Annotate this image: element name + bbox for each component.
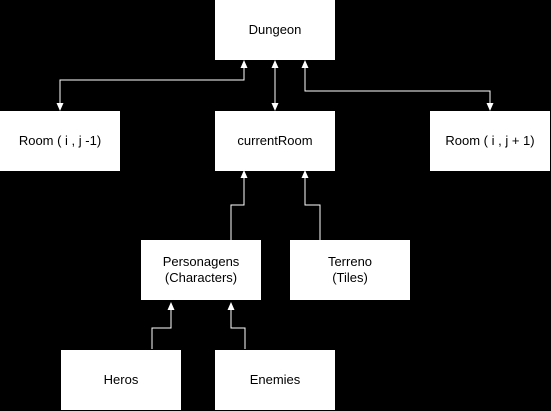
node-terreno-label-line2: (Tiles) (332, 270, 368, 285)
arrowhead-up-icon (227, 302, 235, 310)
arrowhead-up-icon (301, 60, 309, 68)
node-heros-label: Heros (103, 372, 139, 387)
edge-personagens-current-room (230, 178, 245, 240)
arrowhead-up-icon (301, 170, 309, 178)
arrowhead-down-icon (486, 103, 494, 111)
arrowhead-up-icon (240, 60, 248, 68)
arrowhead-down-icon (56, 103, 64, 111)
node-terreno-label-line1: Terreno (327, 254, 373, 269)
node-personagens-label-line2: (Characters) (164, 270, 238, 285)
node-personagens[interactable]: Personagens (Characters) (141, 240, 261, 300)
node-current-room[interactable]: currentRoom (215, 111, 335, 171)
node-dungeon[interactable]: Dungeon (215, 0, 335, 60)
arrowhead-up-icon (240, 170, 248, 178)
node-room-right-label: Room ( i , j + 1) (445, 133, 535, 148)
node-heros[interactable]: Heros (61, 350, 181, 410)
node-terreno[interactable]: Terreno (Tiles) (290, 240, 410, 300)
edge-dungeon-room-right (304, 68, 491, 104)
arrowhead-up-icon (167, 302, 175, 310)
arrowhead-down-icon (271, 103, 279, 111)
node-enemies-label: Enemies (249, 372, 301, 387)
edge-terreno-current-room (304, 178, 321, 240)
node-current-room-label: currentRoom (237, 133, 313, 148)
node-room-left-label: Room ( i , j -1) (18, 133, 102, 148)
edge-heros-personagens (151, 310, 172, 349)
arrowhead-up-icon (271, 60, 279, 68)
node-enemies[interactable]: Enemies (215, 350, 335, 410)
node-room-left[interactable]: Room ( i , j -1) (0, 111, 120, 171)
node-dungeon-label: Dungeon (248, 22, 302, 37)
edge-dungeon-room-left (59, 68, 245, 104)
node-personagens-label-line1: Personagens (162, 254, 240, 269)
node-room-right[interactable]: Room ( i , j + 1) (430, 111, 550, 171)
edge-enemies-personagens (230, 310, 246, 349)
